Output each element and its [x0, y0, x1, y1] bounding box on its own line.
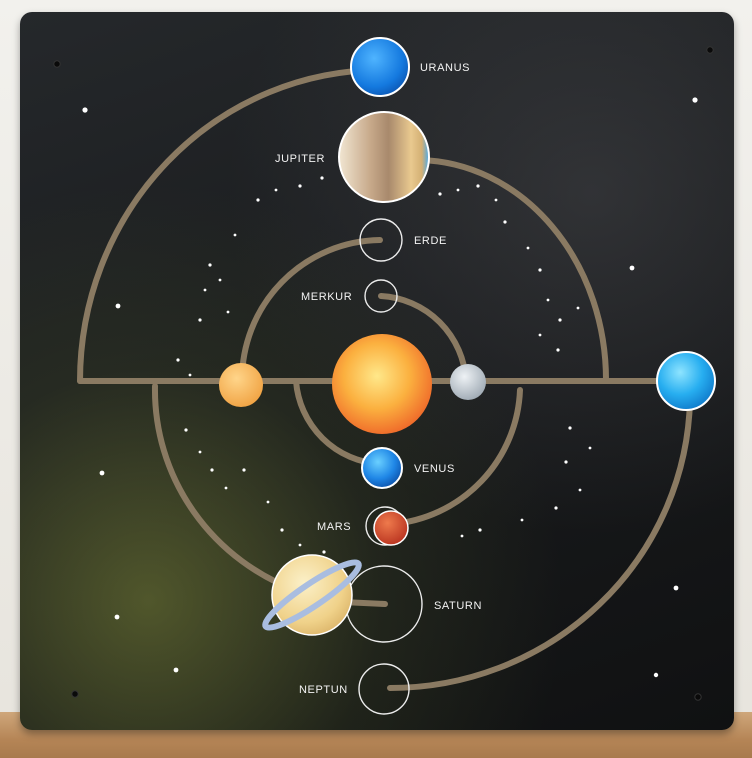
label-erde: ERDE — [414, 235, 447, 247]
label-merkur: MERKUR — [301, 291, 352, 303]
saturn-orbit-groove — [151, 383, 303, 595]
label-venus: VENUS — [414, 463, 455, 475]
erde-orbit-groove — [238, 237, 383, 384]
label-uranus: URANUS — [420, 62, 470, 74]
jupiter-orbit-groove — [417, 157, 610, 384]
erde-slot — [359, 218, 403, 262]
venus-planet[interactable] — [361, 447, 403, 489]
screws — [53, 46, 714, 701]
saturn-planet[interactable] — [259, 554, 364, 636]
label-jupiter: JUPITER — [275, 153, 325, 165]
outer-orbit-groove — [77, 67, 383, 384]
neptun-orbit-groove — [387, 397, 693, 691]
neptun-slot — [358, 663, 410, 715]
label-neptun: NEPTUN — [299, 684, 348, 696]
label-saturn: SATURN — [434, 600, 482, 612]
neptun-piece[interactable] — [656, 351, 716, 411]
label-mars: MARS — [317, 521, 351, 533]
mars-planet[interactable] — [373, 510, 409, 546]
sun — [332, 334, 432, 434]
mars-orbit-groove — [389, 387, 523, 527]
merkur-orbit-groove — [378, 293, 469, 384]
jupiter-planet[interactable] — [338, 111, 430, 203]
orange-planet-piece[interactable] — [219, 363, 263, 407]
mercury-piece[interactable] — [450, 364, 486, 400]
merkur-slot — [364, 279, 398, 313]
uranus-planet[interactable] — [350, 37, 410, 97]
